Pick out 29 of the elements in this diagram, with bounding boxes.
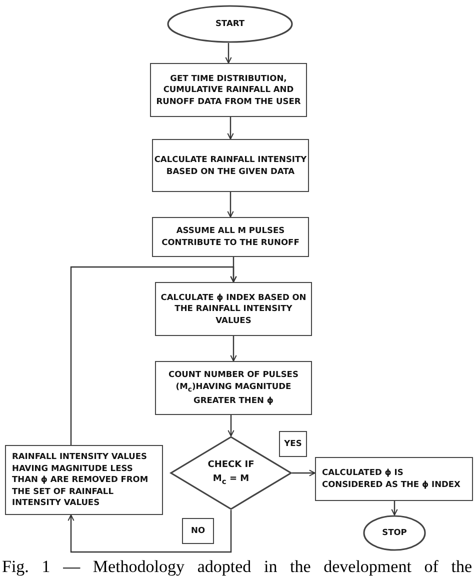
arrow (230, 336, 237, 362)
arrow (391, 501, 398, 516)
process-box (5, 445, 163, 515)
answer-box: NO (182, 518, 214, 544)
process-box (152, 139, 309, 192)
arrow (227, 192, 234, 218)
arrow (292, 470, 316, 476)
condition-text: CHECK IF M$_{c}$ = M (206, 458, 256, 488)
answer-box: YES (279, 431, 307, 457)
step-text: GET TIME DISTRIBUTION, CUMULATIVE RAINFALL AND RUNOFF DATA FROM THE USER (155, 72, 302, 108)
arrow (227, 117, 234, 140)
process-box (155, 282, 312, 336)
figure-caption: Fig. 1 — Methodology adopted in the development of the (2, 557, 472, 577)
step-text: CALCULATE RAINFALL INTENSITY BASED ON THE GIVEN DATA (153, 154, 308, 178)
terminal-label: STOP (382, 527, 407, 539)
terminal-label: START (215, 18, 245, 30)
arrow (68, 510, 232, 553)
step-text: CALCULATED ϕ IS CONSIDERED AS THE ϕ INDEX (322, 467, 462, 491)
step-text: RAINFALL INTENSITY VALUES HAVING MAGNITUDE LESS THAN ϕ ARE REMOVED FROM THE SET OF RAINFALL INTENSITY VALUES (12, 450, 150, 510)
arrow (70, 266, 237, 445)
step-text: CALCULATE ϕ INDEX BASED ON THE RAINFALL INTENSITY VALUES (160, 292, 308, 326)
process-box (155, 361, 312, 415)
arrow (228, 415, 234, 436)
process-box (315, 457, 473, 501)
arrow (225, 43, 232, 64)
process-box (150, 63, 307, 117)
process-box (152, 217, 309, 257)
step-text: COUNT NUMBER OF PULSES (M$_{c}$)HAVING MAGNITUDE GREATER THEN ϕ (168, 369, 300, 407)
step-text: ASSUME ALL M PULSES CONTRIBUTE TO THE RUNOFF (160, 225, 300, 249)
